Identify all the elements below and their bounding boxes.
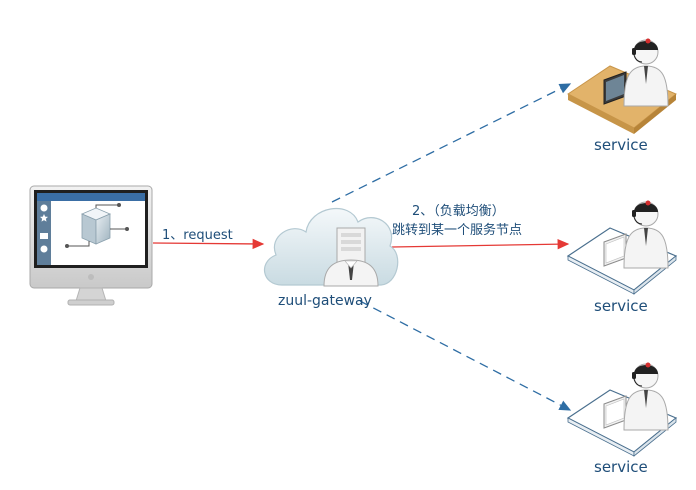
operator-desk-icon [566,200,678,295]
operator-person-icon [323,259,379,287]
operator-desk-icon [567,38,677,134]
service-node-1 [567,38,677,134]
request-arrow [152,238,265,250]
forward-label-line2: 跳转到某一个服务节点 [392,223,523,238]
balance-arrow-top [331,83,572,203]
service-node-3 [566,362,678,457]
service-label-2: service [594,297,648,315]
gateway-label: zuul-gateway [278,293,372,309]
cube-icon [80,207,112,245]
service-node-2 [566,200,678,295]
forward-label-line1: 2、（负载均衡） [412,204,505,219]
cloud-server-icon [264,207,399,287]
forward-arrow [391,238,570,250]
balance-arrow-bottom [359,300,572,411]
service-label-3: service [594,458,648,476]
service-label-1: service [594,136,648,154]
desktop-monitor-icon [29,185,153,306]
operator-desk-icon [566,362,678,457]
request-label: 1、request [162,228,233,243]
